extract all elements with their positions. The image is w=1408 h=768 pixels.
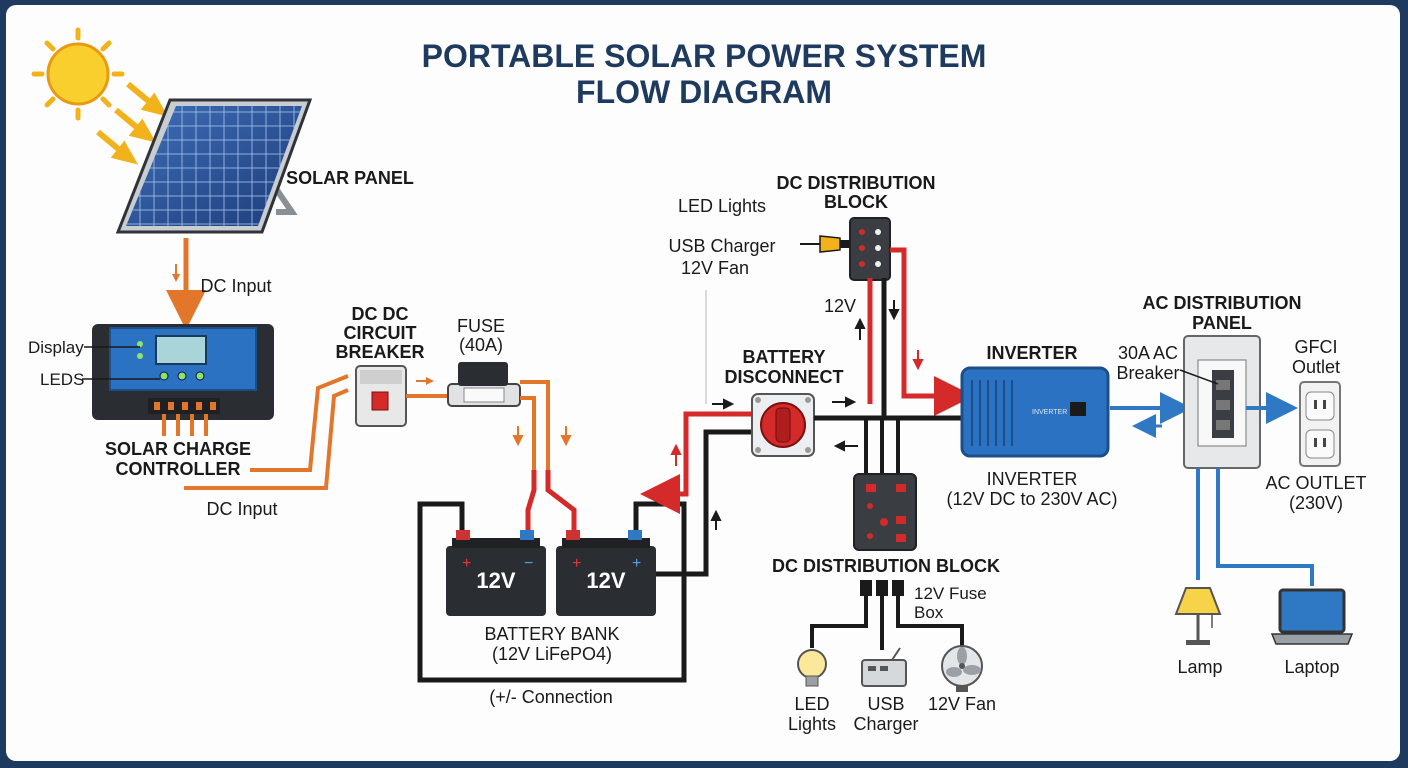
usb-charger-icon: [861, 647, 907, 687]
inverter-icon: INVERTER: [960, 366, 1110, 458]
battery-negative-to-disconnect: [684, 429, 756, 577]
light-bulb-icon: [797, 649, 827, 687]
plug-icon: [800, 235, 850, 253]
laptop-label: Laptop: [1284, 657, 1340, 677]
svg-text:+: +: [632, 555, 641, 572]
controller-label-line2: CONTROLLER: [115, 459, 241, 479]
battery-left-icon: + −: [446, 530, 546, 616]
down-arrow-black-icon: [888, 300, 900, 321]
fuse-to-battery-lines: [525, 470, 577, 530]
svg-text:−: −: [524, 555, 533, 572]
fuse-box-output-lines: [810, 586, 964, 650]
down-arrow-red-icon: [912, 350, 924, 371]
gfci-label-line2: Outlet: [1291, 357, 1341, 377]
dcdb-top-label-line1: DC DISTRIBUTION: [776, 173, 936, 193]
breaker-label-line2: CIRCUIT: [343, 323, 417, 343]
up-arrow-black-icon: [710, 509, 722, 530]
up-arrow-red-icon: [670, 443, 682, 466]
ac-outlet-icon: [1299, 381, 1341, 467]
page-title-line2: FLOW DIAGRAM: [576, 74, 832, 110]
inverter-brand-text: INVERTER: [1032, 409, 1067, 416]
battery-bank-label-line2: (12V LiFePO4): [491, 644, 613, 664]
usb-label-line2: Charger: [853, 714, 919, 734]
inverter-label-bottom-line2: (12V DC to 230V AC): [946, 489, 1118, 509]
voltage-12v-label: 12V: [823, 296, 857, 316]
dc-distribution-block-bottom-icon: [853, 473, 917, 551]
fusebox-label-line2: Box: [914, 603, 944, 622]
usb-label-line1: USB: [867, 694, 905, 714]
fuse-label-line1: FUSE: [456, 316, 506, 336]
inverter-label-bottom-line1: INVERTER: [986, 469, 1078, 489]
dcdb-bottom-label: DC DISTRIBUTION BLOCK: [772, 556, 1000, 576]
lamp-label: Lamp: [1177, 657, 1223, 677]
laptop-icon: [1270, 588, 1354, 645]
diagram-svg: + − + +: [31, 27, 1354, 692]
left-arrow-icon: [833, 440, 858, 452]
right-arrow-icon-3: [832, 396, 857, 408]
controller-output-lines: [162, 374, 349, 490]
down-arrows-icon: [512, 426, 572, 447]
lamp-icon: [1174, 587, 1222, 645]
display-label: Display: [28, 338, 84, 357]
led-lights-label-top: LED Lights: [677, 196, 767, 216]
inverter-label-top: INVERTER: [986, 343, 1078, 363]
controller-label-line1: SOLAR CHARGE: [104, 439, 252, 459]
pointer-ac-breaker: [1179, 369, 1219, 385]
svg-text:+: +: [462, 555, 471, 572]
usb-charger-label-top: USB Charger: [668, 236, 776, 256]
top-block-positive-line: [890, 247, 974, 416]
fusebox-label-line1: 12V Fuse: [914, 584, 987, 603]
ac-breaker-label-line1: 30A AC: [1117, 343, 1179, 363]
battery-left-voltage: 12V: [476, 568, 516, 593]
page-title-line1: PORTABLE SOLAR POWER SYSTEM: [421, 38, 987, 74]
dc-input-label-bottom: DC Input: [206, 499, 278, 519]
battery-disconnect-icon: [751, 393, 815, 457]
breaker-label-line3: BREAKER: [335, 342, 425, 362]
solar-panel-label: SOLAR PANEL: [286, 168, 414, 188]
fuse-box-connectors-icon: [860, 580, 904, 596]
ac-breaker-label-line2: Breaker: [1116, 363, 1180, 383]
sun-icon: [31, 27, 125, 121]
ac-panel-label-line2: PANEL: [1192, 313, 1252, 333]
dc-input-label-top: DC Input: [200, 276, 272, 296]
up-arrow-12v-icon: [854, 317, 866, 340]
circuit-breaker-icon: [355, 365, 407, 427]
led-lights-label-line2: Lights: [787, 714, 837, 734]
battery-bank-label-line1: BATTERY BANK: [484, 624, 620, 644]
down-arrow-icon: [172, 264, 180, 282]
fuse-label-line2: (40A): [458, 335, 504, 355]
disconnect-label-line2: DISCONNECT: [724, 367, 844, 387]
leds-label: LEDS: [40, 370, 85, 389]
battery-right-voltage: 12V: [586, 568, 626, 593]
ac-distribution-panel-icon: [1183, 335, 1261, 469]
svg-text:+: +: [572, 555, 581, 572]
ac-panel-label-line1: AC DISTRIBUTION: [1142, 293, 1302, 313]
fuse-icon: [447, 362, 521, 407]
fan-icon: [941, 645, 983, 692]
sunray-arrows-icon: [96, 81, 169, 165]
disconnect-label-line1: BATTERY: [742, 347, 826, 367]
pointer-lines: [82, 346, 160, 380]
hub-to-bottom-block-lines: [864, 418, 900, 478]
dcdb-top-label-line2: BLOCK: [824, 192, 888, 212]
dc-distribution-block-top-icon: [849, 217, 891, 281]
battery-right-icon: + +: [556, 530, 656, 616]
fuse-output-lines: [520, 380, 550, 470]
fan-label-bottom: 12V Fan: [927, 694, 997, 714]
right-arrow-icon-2: [712, 398, 735, 410]
connection-label: (+/- Connection: [489, 687, 613, 707]
fan-label-top: 12V Fan: [680, 258, 750, 278]
gfci-label-line1: GFCI: [1294, 337, 1338, 357]
breaker-label-line1: DC DC: [351, 304, 409, 324]
ac-load-lines: [1196, 468, 1314, 586]
ac-outlet-label-line1: AC OUTLET: [1265, 473, 1367, 493]
led-lights-label-line1: LED: [794, 694, 830, 714]
right-arrow-icon: [416, 377, 434, 385]
diagram-canvas: + − + +: [6, 5, 1400, 761]
ac-outlet-label-line2: (230V): [1288, 493, 1344, 513]
solar-panel-icon: [115, 98, 313, 234]
